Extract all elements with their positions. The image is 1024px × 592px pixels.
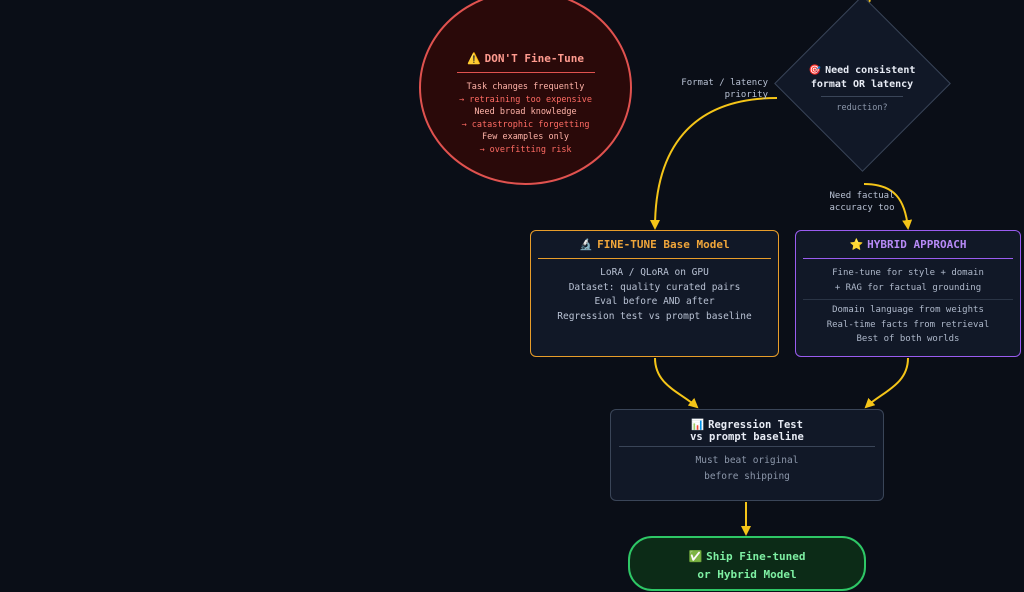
- arrow-finetune-to-regression: [654, 357, 699, 409]
- arrow-decision-to-finetune: [650, 97, 778, 230]
- ship-title-line2: or Hybrid Model: [697, 568, 797, 581]
- hybrid-line: Domain language from weights: [832, 305, 984, 315]
- regression-node: 📊Regression Test vs prompt baseline Must…: [610, 409, 884, 501]
- dont-reason: Few examples only: [482, 132, 569, 142]
- hybrid-node: ⭐HYBRID APPROACH Fine-tune for style + d…: [795, 230, 1021, 357]
- dont-reason: Task changes frequently: [466, 82, 585, 92]
- divider: [803, 258, 1013, 259]
- dont-consequence: → overfitting risk: [479, 144, 572, 155]
- finetune-line: Eval before AND after: [594, 296, 715, 307]
- chart-icon: 📊: [691, 419, 705, 431]
- finetune-line: Dataset: quality curated pairs: [568, 281, 741, 293]
- finetune-line: LoRA / QLoRA on GPU: [600, 267, 709, 278]
- hybrid-line: Real-time facts from retrieval: [826, 319, 990, 330]
- warning-icon: ⚠️: [466, 52, 481, 65]
- finetune-node: 🔬FINE-TUNE Base Model LoRA / QLoRA on GP…: [530, 230, 779, 357]
- decision-text: 🎯Need consistent format OR latency reduc…: [790, 64, 934, 113]
- target-icon: 🎯: [808, 65, 822, 76]
- divider: [456, 72, 595, 73]
- dont-finetune-title: ⚠️DON'T Fine-Tune: [466, 52, 585, 65]
- divider: [821, 96, 903, 97]
- divider: [803, 299, 1013, 300]
- dont-finetune-node: ⚠️DON'T Fine-Tune Task changes frequentl…: [419, 0, 632, 185]
- edge-label-format-latency: Format / latency priority: [681, 78, 768, 100]
- ship-title: ✅Ship Fine-tuned: [630, 548, 864, 566]
- regression-line: Must beat original: [695, 455, 799, 466]
- regression-title: 📊Regression Test: [691, 419, 803, 431]
- divider: [538, 258, 771, 259]
- hybrid-line: + RAG for factual grounding: [834, 282, 982, 293]
- decision-title-line2: format OR latency: [810, 79, 914, 90]
- microscope-icon: 🔬: [579, 238, 594, 251]
- divider: [619, 446, 875, 447]
- regression-title-line2: vs prompt baseline: [690, 431, 804, 443]
- hybrid-line: Fine-tune for style + domain: [832, 268, 984, 278]
- star-icon: ⭐: [849, 238, 864, 251]
- dont-consequence: → retraining too expensive: [458, 94, 593, 105]
- dont-reason: Need broad knowledge: [474, 107, 577, 117]
- finetune-title: 🔬FINE-TUNE Base Model: [579, 238, 730, 251]
- decision-subtitle: reduction?: [836, 103, 888, 113]
- dont-consequence: → catastrophic forgetting: [461, 119, 590, 130]
- decision-title: 🎯Need consistent: [808, 65, 916, 76]
- hybrid-title: ⭐HYBRID APPROACH: [849, 238, 967, 251]
- arrow-hybrid-to-regression: [864, 357, 909, 409]
- ship-node: ✅Ship Fine-tuned or Hybrid Model: [628, 536, 866, 591]
- finetune-line: Regression test vs prompt baseline: [557, 310, 752, 322]
- checkmark-icon: ✅: [688, 550, 703, 563]
- arrow-decision-to-hybrid: [863, 183, 913, 230]
- regression-line: before shipping: [704, 471, 790, 482]
- hybrid-line: Best of both worlds: [856, 334, 960, 344]
- edge-label-factual-accuracy: Need factual accuracy too: [829, 191, 895, 213]
